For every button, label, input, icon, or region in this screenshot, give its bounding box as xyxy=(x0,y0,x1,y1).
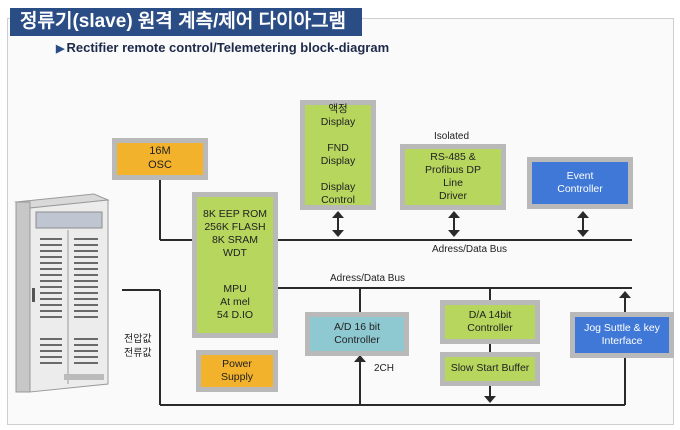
da-controller-block: D/A 14bit Controller xyxy=(440,300,540,344)
triangle-bullet-icon: ▶ xyxy=(56,43,65,55)
current-value-label: 전류값 xyxy=(124,348,152,359)
rs485-line-driver-block: RS-485 & Profibus DP Line Driver xyxy=(400,144,506,210)
two-channel-label: 2CH xyxy=(374,363,395,374)
slow-start-buffer-block: Slow Start Buffer xyxy=(440,352,540,386)
page-subtitle: ▶Rectifier remote control/Telemetering b… xyxy=(56,40,389,55)
voltage-value-label: 전압값 xyxy=(124,334,152,345)
event-controller-block: Event Controller xyxy=(527,157,633,209)
lower-bus-label: Adress/Data Bus xyxy=(330,273,406,284)
diagram-frame xyxy=(7,18,674,425)
isolated-label: Isolated xyxy=(434,131,470,142)
mpu-memory-text: 8K EEP ROM 256K FLASH 8K SRAM WDT xyxy=(203,208,267,260)
ad-controller-block: A/D 16 bit Controller xyxy=(305,312,409,356)
mpu-block: 8K EEP ROM 256K FLASH 8K SRAM WDT MPU At… xyxy=(192,192,278,338)
osc-block: 16M OSC xyxy=(112,138,208,180)
jog-key-interface-block: Jog Suttle & key Interface xyxy=(570,312,674,358)
rectifier-cabinet-image xyxy=(14,188,110,394)
mpu-core-text: MPU At mel 54 D.IO xyxy=(216,282,254,321)
subtitle-text: Rectifier remote control/Telemetering bl… xyxy=(66,40,390,55)
power-supply-block: Power Supply xyxy=(196,350,278,392)
page-title: 정류기(slave) 원격 계측/제어 다이아그램 xyxy=(10,8,362,36)
display-block: 액정 Display FND Display Display Control xyxy=(300,100,376,210)
upper-bus-label: Adress/Data Bus xyxy=(432,244,508,255)
